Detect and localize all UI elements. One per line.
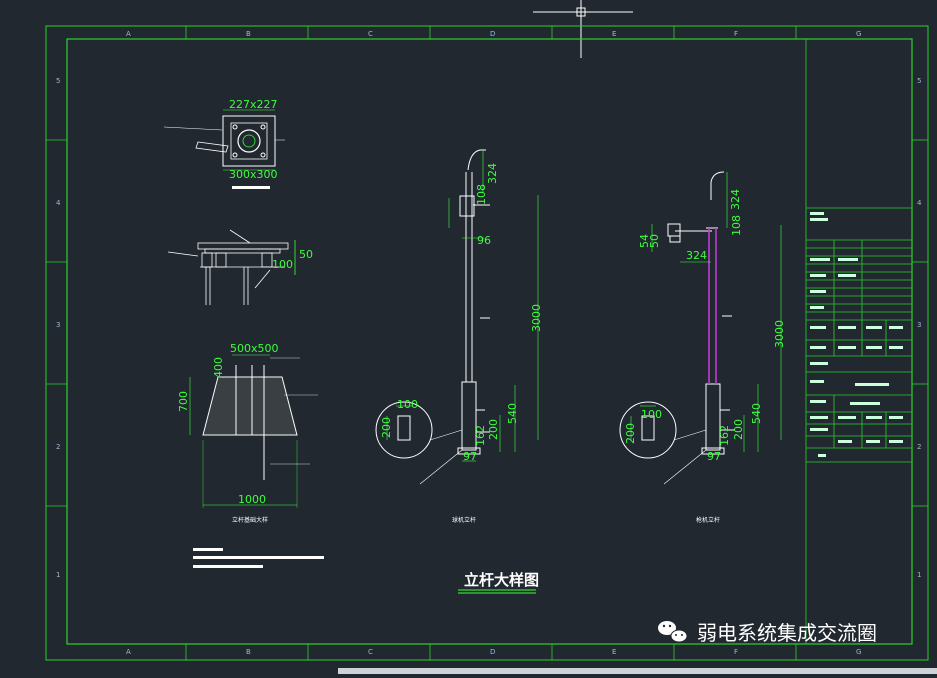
foundation-caption: 立杆基础大样	[232, 516, 268, 524]
pole-2-base-97: 97	[707, 450, 721, 463]
row-label-1-right: 1	[917, 571, 921, 579]
pole-2-base-162: 162	[718, 425, 731, 446]
col-label-b-bottom: B	[246, 648, 251, 656]
row-label-3: 3	[56, 321, 60, 329]
pole-2-caption: 枪机立杆	[696, 516, 720, 524]
col-label-g-bottom: G	[856, 648, 861, 656]
pole-1-base-200: 200	[487, 419, 500, 440]
col-label-c-bottom: C	[368, 648, 373, 656]
pole-1-base-162: 162	[474, 425, 487, 446]
col-label-c: C	[368, 30, 373, 38]
title-block	[805, 39, 912, 644]
dim-foundation-depth: 400	[212, 357, 225, 378]
col-label-e-bottom: E	[612, 648, 616, 656]
row-label-5-right: 5	[917, 77, 921, 85]
pole-1-base-97: 97	[463, 450, 477, 463]
col-label-a-bottom: A	[126, 648, 131, 656]
dim-rib-50: 50	[299, 248, 313, 261]
foundation-section	[189, 354, 318, 508]
col-label-f: F	[734, 30, 738, 38]
col-label-d: D	[490, 30, 495, 38]
pole-2-base-200: 200	[732, 419, 745, 440]
pole-1-height: 3000	[530, 304, 543, 332]
pole-2-base-540: 540	[750, 403, 763, 424]
pole-1-arm-96: 96	[477, 234, 491, 247]
dim-foundation-width: 1000	[238, 493, 266, 506]
col-label-b: B	[246, 30, 251, 38]
col-label-e: E	[612, 30, 616, 38]
inner-frame	[66, 38, 913, 645]
pole-1-arm-324: 324	[486, 163, 499, 184]
pole-1-door-w: 100	[397, 398, 418, 411]
title-block-text	[810, 212, 903, 457]
pole-2-door-w: 100	[641, 408, 662, 421]
col-label-g: G	[856, 30, 861, 38]
pole-1-door-detail	[375, 401, 463, 485]
horizontal-scrollbar[interactable]	[338, 668, 937, 674]
pole-1	[457, 149, 490, 455]
pole-2-door-detail	[619, 401, 707, 485]
pole-2-cam-54: 54	[638, 234, 651, 248]
col-label-f-bottom: F	[734, 648, 738, 656]
dim-plate-bottom: 300x300	[229, 168, 278, 181]
outer-frame	[45, 25, 929, 661]
pole-1-caption: 球机立杆	[452, 516, 476, 524]
row-label-2: 2	[56, 443, 60, 451]
notes-block	[193, 548, 324, 568]
grid-ticks	[46, 26, 928, 660]
drawing-title: 立杆大样图	[464, 571, 539, 589]
pole-2-door-h: 200	[624, 423, 637, 444]
row-label-2-right: 2	[917, 443, 921, 451]
col-label-d-bottom: D	[490, 648, 495, 656]
pole-2-arm-324: 324	[729, 189, 742, 210]
pole-2-cam-50: 50	[648, 234, 661, 248]
watermark-text: 弱电系统集成交流圈	[697, 621, 877, 645]
pole-1-dims	[448, 150, 539, 462]
dim-foundation-height: 700	[177, 391, 190, 412]
dim-plate-top: 227x227	[229, 98, 278, 111]
pole-2-arm-108: 108	[730, 215, 743, 236]
pole-2-height: 3000	[773, 320, 786, 348]
dim-rib-100: 100	[272, 258, 293, 271]
pole-2	[667, 171, 735, 455]
dim-foundation-top: 500x500	[230, 342, 279, 355]
base-plate-plan	[163, 109, 285, 189]
row-label-4: 4	[56, 199, 61, 207]
base-plate-section	[167, 229, 296, 305]
row-label-1: 1	[56, 571, 60, 579]
row-label-4-right: 4	[917, 199, 922, 207]
pole-1-base-540: 540	[506, 403, 519, 424]
row-label-5: 5	[56, 77, 60, 85]
pole-1-arm-108: 108	[475, 184, 488, 205]
pole-1-door-h: 200	[380, 417, 393, 438]
pole-2-dims	[651, 172, 782, 452]
wechat-icon	[658, 621, 688, 643]
col-label-a: A	[126, 30, 131, 38]
row-label-3-right: 3	[917, 321, 921, 329]
crosshair-cursor-icon	[533, 0, 633, 58]
pole-2-arm-324-h: 324	[686, 249, 707, 262]
